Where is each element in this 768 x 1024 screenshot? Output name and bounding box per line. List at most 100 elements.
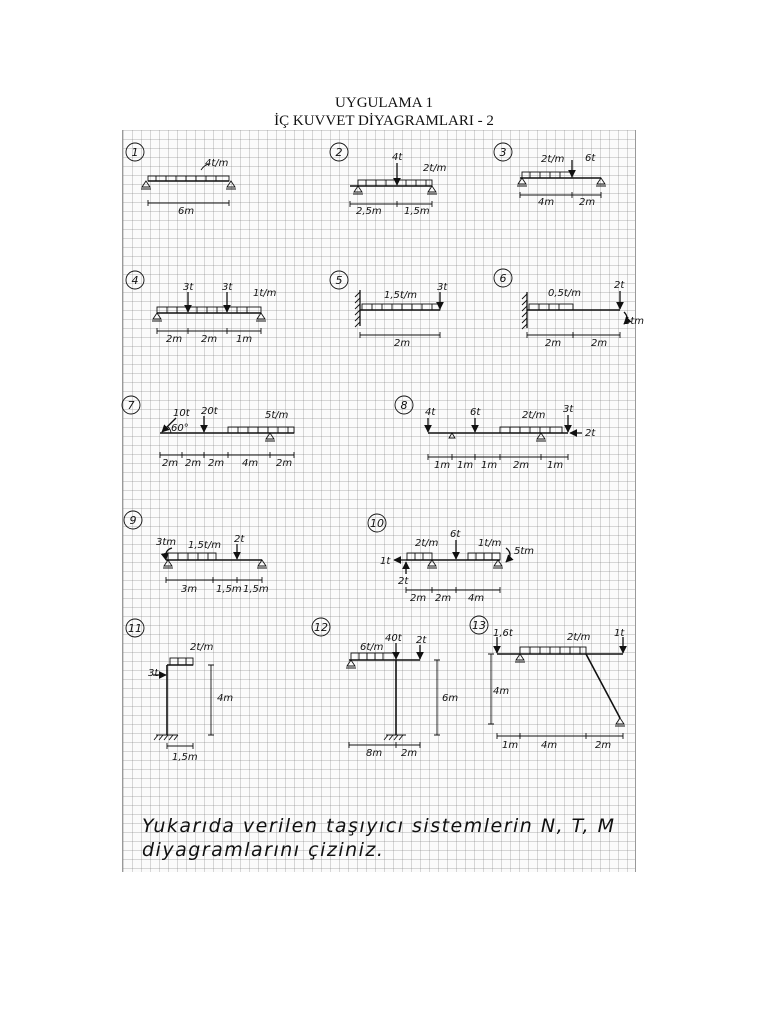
dimension-label: 4m — [493, 686, 509, 697]
load-label: 2t — [585, 428, 596, 439]
pin-support-icon — [163, 559, 173, 569]
load-label: 2t — [398, 576, 409, 587]
problem-number: 10 — [370, 517, 384, 530]
dimension-label: 1m — [502, 740, 518, 751]
problem-number-circle: 1 — [125, 142, 145, 162]
distributed-load — [361, 303, 441, 311]
dimension-label: 2m — [401, 748, 417, 759]
pin-support-icon — [353, 185, 363, 195]
roller-support-icon — [257, 559, 267, 569]
dimension-label: 2m — [545, 338, 561, 349]
dimension-label: 1,5m — [216, 584, 242, 595]
load-label: 5t/m — [265, 410, 289, 421]
load-label: 3t — [148, 668, 159, 679]
load-label: 2t/m — [190, 642, 214, 653]
dimension-label: 6m — [442, 693, 458, 704]
load-label: 4t — [425, 407, 436, 418]
load-label: 20t — [201, 406, 219, 417]
problem-number: 11 — [128, 622, 142, 635]
dimension-label: 1m — [547, 460, 563, 471]
dimension-label: 2m — [579, 197, 595, 208]
dimension-label: 2m — [185, 458, 201, 469]
load-label: 1,6t — [493, 628, 514, 639]
roller-support-icon — [493, 559, 503, 569]
load-label: 1t — [380, 556, 391, 567]
problem-number: 5 — [336, 274, 343, 287]
pin-support-icon — [152, 312, 162, 322]
problem-12: 12 6t/m 40t 2t 6m 8m 2m — [311, 617, 458, 759]
roller-support-icon — [427, 185, 437, 195]
distributed-load — [147, 175, 230, 182]
problem-number-circle: 12 — [311, 617, 331, 637]
load-label: 2t/m — [415, 538, 439, 549]
distributed-load — [156, 306, 262, 314]
roller-support-icon — [256, 312, 266, 322]
problem-2: 2 4t 2t/m 2,5m 1,5m — [329, 142, 447, 217]
problem-number-circle: 9 — [123, 510, 143, 530]
pin-support-icon — [346, 659, 356, 669]
problem-number-circle: 6 — [493, 268, 513, 288]
problem-7: 7 10t 20t 5t/m 60° 2m 2m 2m 4m 2m — [121, 395, 295, 469]
dimension-label: 2m — [591, 338, 607, 349]
moment-arrow — [160, 547, 173, 561]
load-label: 3tm — [156, 537, 176, 548]
dimension-label: 2m — [595, 740, 611, 751]
dimension-label: 2m — [208, 458, 224, 469]
distributed-load — [519, 646, 587, 655]
load-label: 10t — [173, 408, 191, 419]
fixed-support-icon — [383, 734, 406, 741]
load-label: 1,5t/m — [188, 540, 221, 551]
instruction-line-1: Yukarıda verilen taşıyıcı sistemlerin N,… — [142, 815, 616, 837]
load-label: 2t/m — [423, 163, 447, 174]
fixed-support-icon — [153, 734, 179, 741]
graph-paper-sheet — [122, 130, 636, 872]
load-label: 2t — [234, 534, 245, 545]
load-label: 40t — [385, 633, 403, 644]
load-label: 1t/m — [253, 288, 277, 299]
problem-number: 4 — [132, 274, 139, 287]
dimension-label: 1,5m — [243, 584, 269, 595]
load-label: 0,5t/m — [548, 288, 581, 299]
pin-support-icon — [515, 653, 525, 663]
problem-10: 10 2t/m 6t 1t/m 5tm 1t 2t 2m 2m 4m — [367, 513, 534, 604]
problem-number: 8 — [401, 399, 408, 412]
load-label: 3t — [563, 404, 574, 415]
load-label: 3t — [183, 282, 194, 293]
problem-number-circle: 5 — [329, 270, 349, 290]
problem-number-circle: 8 — [394, 395, 414, 415]
roller-support-icon — [596, 177, 606, 187]
problem-number-circle: 11 — [125, 618, 145, 638]
dimension-label: 2m — [394, 338, 410, 349]
dimension-label: 2m — [201, 334, 217, 345]
load-label: 5tm — [514, 546, 534, 557]
dimension-label: 8m — [366, 748, 382, 759]
problem-9: 9 3tm 1,5t/m 2t 3m 1,5m 1,5m — [123, 510, 269, 595]
dimension-label: 2m — [435, 593, 451, 604]
load-label: 2t — [614, 280, 625, 291]
hinge-icon — [448, 432, 456, 439]
load-label: 2t/m — [567, 632, 591, 643]
moment-arrow — [505, 547, 514, 563]
distributed-load — [357, 179, 433, 187]
problem-number-circle: 10 — [367, 513, 387, 533]
dimension-label: 2,5m — [356, 206, 382, 217]
pin-support-icon — [141, 180, 151, 190]
problem-number-circle: 7 — [121, 395, 141, 415]
load-label: 1,5t/m — [384, 290, 417, 301]
dimension-label: 2m — [410, 593, 426, 604]
problem-number: 6 — [500, 272, 507, 285]
load-label: 3t — [222, 282, 233, 293]
problem-number: 7 — [128, 399, 135, 412]
pin-support-icon — [427, 559, 437, 569]
dimension-label: 1m — [434, 460, 450, 471]
dimension-label: 2m — [166, 334, 182, 345]
dimension-label: 4m — [217, 693, 233, 704]
page-subtitle: İÇ KUVVET DİYAGRAMLARI - 2 — [274, 113, 494, 129]
load-label: 2t — [416, 635, 427, 646]
problem-number: 9 — [130, 514, 137, 527]
load-label: 4t — [392, 152, 403, 163]
pin-support-icon — [615, 717, 625, 727]
distributed-load — [521, 171, 573, 179]
problem-3: 3 2t/m 6t 4m 2m — [493, 142, 606, 208]
problem-number: 12 — [314, 621, 328, 634]
